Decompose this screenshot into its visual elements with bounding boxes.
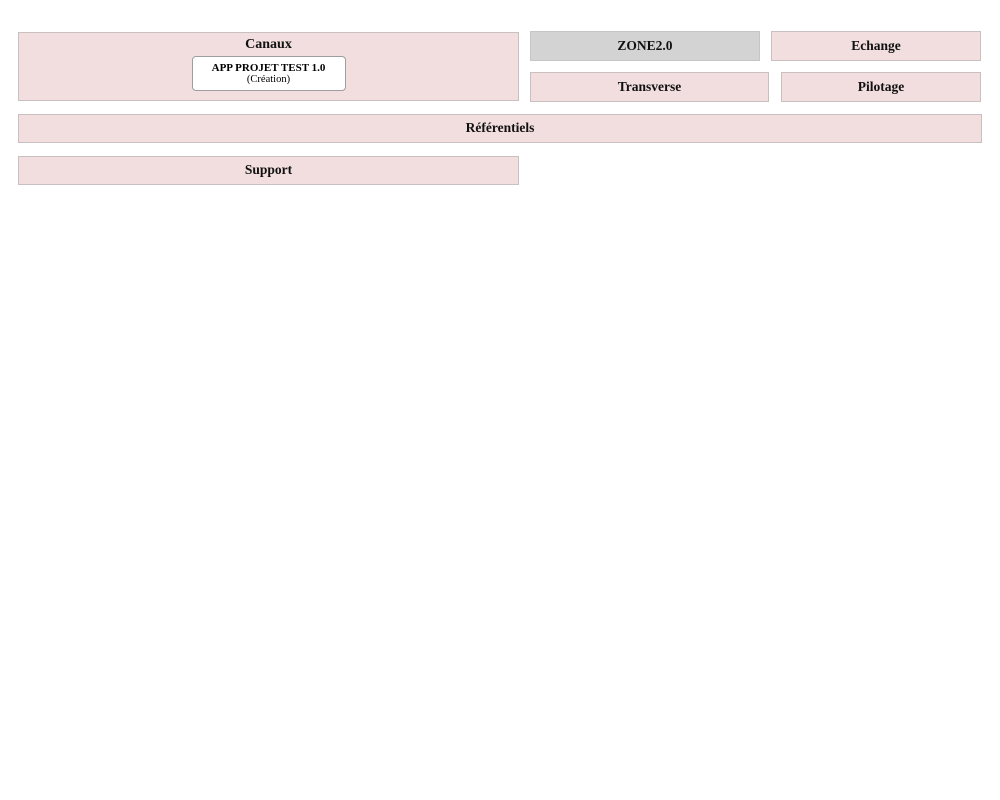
zone-pilotage[interactable]: Pilotage (781, 72, 981, 102)
zone-pilotage-label: Pilotage (857, 78, 905, 94)
app-node-title: APP PROJET TEST 1.0 (211, 61, 326, 74)
zone-transverse-label: Transverse (617, 78, 682, 94)
app-node-projet-test[interactable]: APP PROJET TEST 1.0 (Création) (191, 56, 346, 91)
zone-zone2[interactable]: ZONE2.0 (530, 31, 760, 61)
zone-echange-label: Echange (851, 37, 901, 53)
app-node-subtitle: (Création) (246, 73, 291, 85)
zone-canaux[interactable]: Canaux APP PROJET TEST 1.0 (Création) (18, 32, 519, 101)
zone-referentiels[interactable]: Référentiels (18, 114, 982, 143)
zone-support[interactable]: Support (18, 156, 519, 185)
zone-canaux-label: Canaux (245, 37, 292, 52)
zone-echange[interactable]: Echange (771, 31, 981, 61)
zone-referentiels-label: Référentiels (465, 120, 535, 136)
zone-zone2-label: ZONE2.0 (617, 37, 673, 53)
zone-transverse[interactable]: Transverse (530, 72, 769, 102)
zone-support-label: Support (244, 162, 293, 178)
